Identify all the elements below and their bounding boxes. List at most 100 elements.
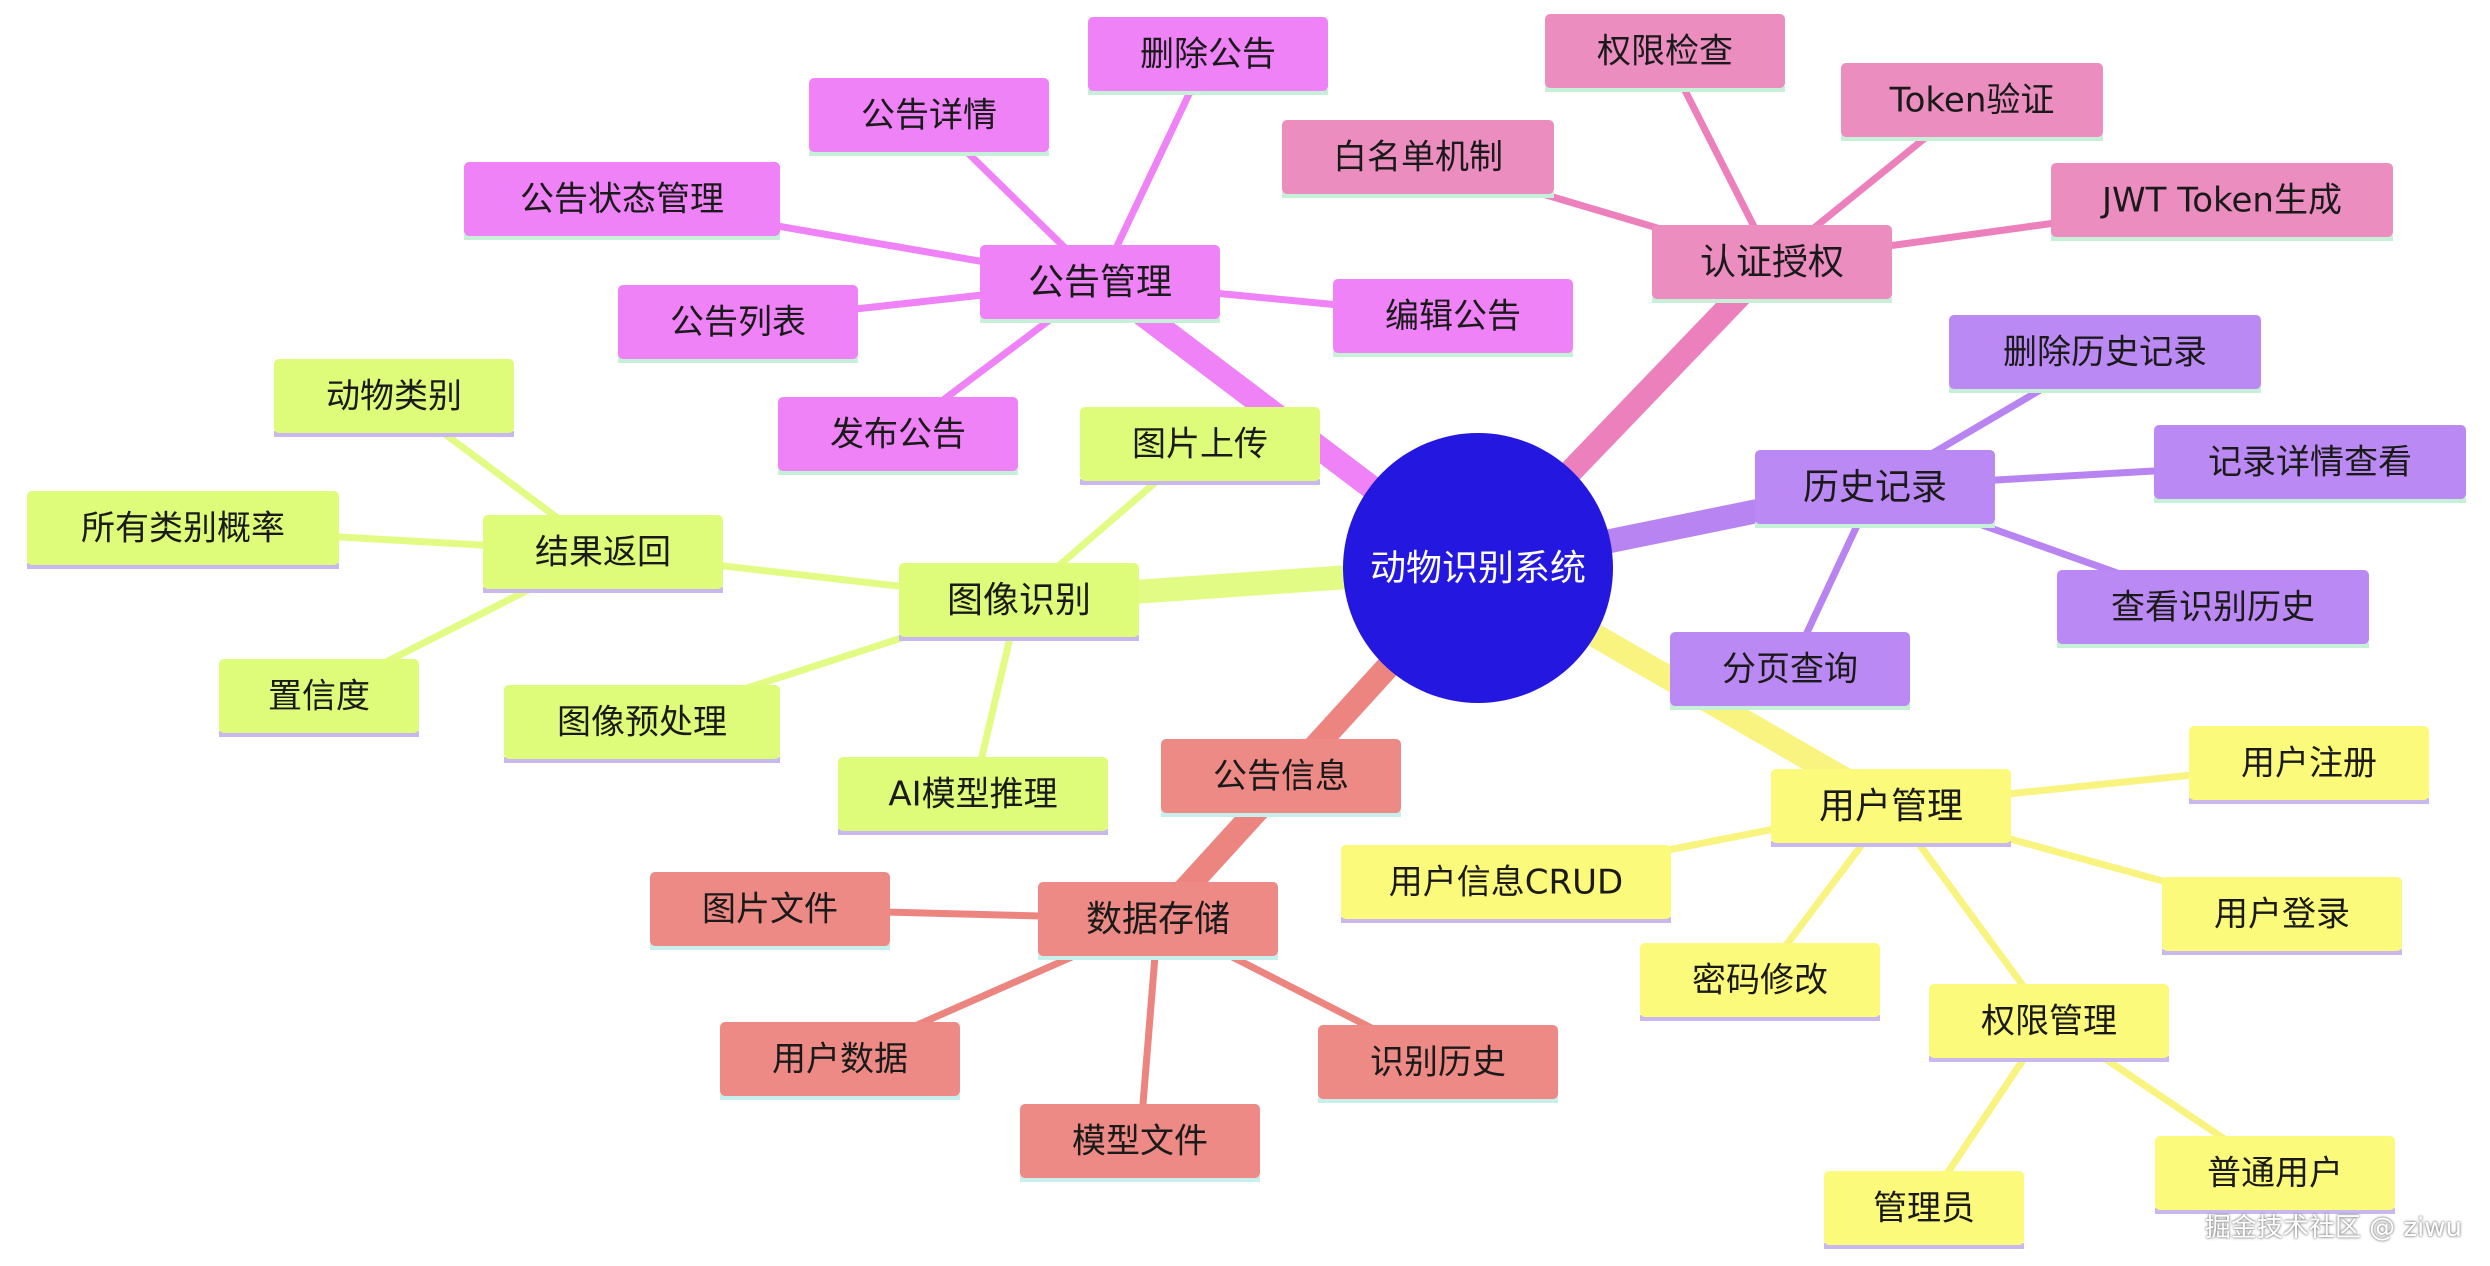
node-image-child-2[interactable]: AI模型推理 [838, 757, 1108, 835]
node-auth-child-0[interactable]: 权限检查 [1545, 14, 1785, 92]
node-box [1341, 845, 1671, 919]
node-result-child-0[interactable]: 动物类别 [274, 359, 514, 437]
node-user-child-3[interactable]: 密码修改 [1640, 943, 1880, 1021]
root-circle [1343, 433, 1613, 703]
node-storage-child-4[interactable]: 识别历史 [1318, 1025, 1558, 1103]
node-notice-child-2[interactable]: 公告状态管理 [464, 162, 780, 240]
node-underline [809, 150, 1049, 156]
node-box [809, 78, 1049, 152]
node-storage-child-0[interactable]: 公告信息 [1161, 739, 1401, 817]
node-underline [720, 1094, 960, 1100]
node-box [838, 757, 1108, 831]
node-notice-child-1[interactable]: 公告详情 [809, 78, 1049, 156]
node-box [2051, 163, 2393, 237]
node-box [1020, 1104, 1260, 1178]
node-label: 发布公告 [830, 415, 966, 455]
node-branch-storage[interactable]: 数据存储 [1038, 882, 1278, 960]
node-auth-child-1[interactable]: Token验证 [1841, 63, 2103, 141]
node-box [980, 245, 1220, 319]
node-underline [274, 431, 514, 437]
node-underline [1020, 1176, 1260, 1182]
node-underline [618, 357, 858, 363]
node-branch-user[interactable]: 用户管理 [1771, 769, 2011, 847]
node-label: 图片文件 [702, 890, 838, 930]
node-underline [1771, 841, 2011, 847]
node-label: 分页查询 [1722, 650, 1858, 690]
node-user-child-2[interactable]: 用户登录 [2162, 877, 2402, 955]
node-notice-child-3[interactable]: 公告列表 [618, 285, 858, 363]
node-box [274, 359, 514, 433]
node-history-child-3[interactable]: 分页查询 [1670, 632, 1910, 710]
node-underline [1080, 479, 1320, 485]
node-history-child-1[interactable]: 记录详情查看 [2154, 425, 2466, 503]
node-box [1282, 120, 1554, 194]
root-node[interactable]: 动物识别系统 [1343, 433, 1613, 703]
node-box [1670, 632, 1910, 706]
node-label: 普通用户 [2207, 1154, 2343, 1194]
node-branch-image[interactable]: 图像识别 [899, 563, 1139, 641]
node-storage-child-1[interactable]: 图片文件 [650, 872, 890, 950]
node-underline [219, 731, 419, 737]
node-box [1545, 14, 1785, 88]
node-underline [483, 587, 723, 593]
node-perm-child-1[interactable]: 普通用户 [2155, 1136, 2395, 1214]
node-underline [899, 635, 1139, 641]
node-label: 历史记录 [1803, 467, 1947, 508]
root-label: 动物识别系统 [1370, 548, 1586, 589]
node-image-child-1[interactable]: 图像预处理 [504, 685, 780, 763]
node-box [483, 515, 723, 589]
node-box [464, 162, 780, 236]
node-history-child-2[interactable]: 查看识别历史 [2057, 570, 2369, 648]
node-underline [1161, 811, 1401, 817]
node-history-child-0[interactable]: 删除历史记录 [1949, 315, 2261, 393]
node-underline [504, 757, 780, 763]
node-box [650, 872, 890, 946]
node-label: 用户登录 [2214, 895, 2350, 935]
node-label: 删除历史记录 [2003, 333, 2207, 373]
node-box [1771, 769, 2011, 843]
node-label: 识别历史 [1370, 1043, 1506, 1083]
node-underline [1755, 522, 1995, 528]
node-label: 权限检查 [1597, 32, 1733, 72]
node-label: 结果返回 [535, 533, 671, 573]
node-underline [27, 563, 339, 569]
node-auth-child-3[interactable]: JWT Token生成 [2051, 163, 2393, 241]
node-user-child-0[interactable]: 用户注册 [2189, 726, 2429, 804]
node-image-child-0[interactable]: 图片上传 [1080, 407, 1320, 485]
node-underline [1640, 1015, 1880, 1021]
node-perm-child-0[interactable]: 管理员 [1824, 1171, 2024, 1249]
node-label: 用户注册 [2241, 744, 2377, 784]
node-branch-history[interactable]: 历史记录 [1755, 450, 1995, 528]
node-result-child-1[interactable]: 所有类别概率 [27, 491, 339, 569]
node-label: 数据存储 [1086, 899, 1230, 940]
node-storage-child-2[interactable]: 用户数据 [720, 1022, 960, 1100]
node-notice-child-4[interactable]: 发布公告 [778, 397, 1018, 475]
node-box [1080, 407, 1320, 481]
node-box [778, 397, 1018, 471]
node-notice-child-5[interactable]: 编辑公告 [1333, 279, 1573, 357]
node-label: 记录详情查看 [2208, 443, 2412, 483]
node-underline [980, 317, 1220, 323]
node-branch-auth[interactable]: 认证授权 [1652, 225, 1892, 303]
node-label: 用户数据 [772, 1040, 908, 1080]
node-image-child-3[interactable]: 结果返回 [483, 515, 723, 593]
node-underline [2189, 798, 2429, 804]
node-box [219, 659, 419, 733]
node-box [504, 685, 780, 759]
node-label: Token验证 [1889, 81, 2055, 121]
node-notice-child-0[interactable]: 删除公告 [1088, 17, 1328, 95]
node-label: 编辑公告 [1385, 297, 1521, 337]
node-branch-notice[interactable]: 公告管理 [980, 245, 1220, 323]
node-storage-child-3[interactable]: 模型文件 [1020, 1104, 1260, 1182]
node-user-child-1[interactable]: 用户信息CRUD [1341, 845, 1671, 923]
node-user-child-4[interactable]: 权限管理 [1929, 984, 2169, 1062]
node-label: JWT Token生成 [2100, 181, 2342, 221]
node-box [27, 491, 339, 565]
node-box [899, 563, 1139, 637]
node-underline [1929, 1056, 2169, 1062]
node-result-child-2[interactable]: 置信度 [219, 659, 419, 737]
node-box [1755, 450, 1995, 524]
node-label: 图像识别 [947, 580, 1091, 621]
node-auth-child-2[interactable]: 白名单机制 [1282, 120, 1554, 198]
